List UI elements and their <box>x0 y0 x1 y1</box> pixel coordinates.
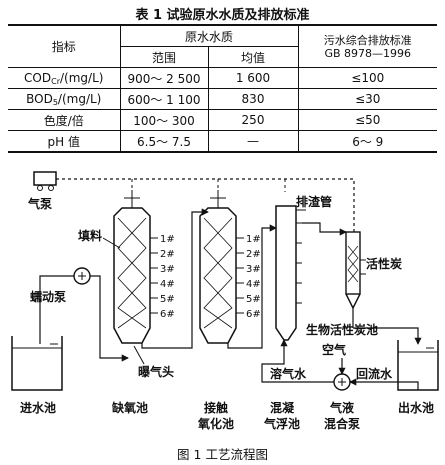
port-label: 2# <box>246 249 261 260</box>
activated-carbon-label: 活性炭 <box>366 256 402 271</box>
port-label: 4# <box>246 279 261 290</box>
row-mean: 250 <box>208 109 299 131</box>
table-caption: 表 1 试验原水水质及排放标准 <box>135 8 310 23</box>
port-label: 2# <box>160 249 175 260</box>
flotation-tank-icon <box>275 205 306 341</box>
row-name-subscript: Cr <box>51 76 60 86</box>
process-flow-diagram: 气泵 蠕动泵 1# 2# 3# 4# 5# 6# 填料 曝气头 <box>11 171 439 431</box>
port-label: 6# <box>246 309 261 320</box>
anoxic-tank-label: 缺氧池 <box>112 400 148 415</box>
gas-liquid-pump-label-line2: 混合泵 <box>324 416 360 431</box>
header-range: 范围 <box>120 46 209 68</box>
air-pump-icon <box>33 171 57 191</box>
return-water-line <box>349 378 419 390</box>
contact-sampling-ports <box>236 237 244 314</box>
gas-liquid-pump-icon <box>333 373 351 391</box>
row-range: 600～ 1 100 <box>120 88 209 110</box>
header-standard: 污水综合排放标准 GB 8978—1996 <box>298 24 437 68</box>
figure-caption: 图 1 工艺流程图 <box>177 447 268 462</box>
row-name-main: 色度/倍 <box>43 113 84 128</box>
anoxic-sampling-ports <box>150 237 158 314</box>
dissolved-air-water-label: 溶气水 <box>270 366 307 381</box>
header-mean: 均值 <box>208 46 299 68</box>
contact-to-flotation-line <box>227 224 277 349</box>
row-name-main: COD <box>24 70 52 85</box>
feed-line-in <box>39 275 74 344</box>
peristaltic-pump-label: 蠕动泵 <box>30 289 66 304</box>
header-standard-name: 污水综合排放标准 <box>323 33 412 47</box>
contact-tank-label-line2: 氧化池 <box>197 416 234 431</box>
peristaltic-pump-icon <box>73 267 91 285</box>
row-range: 6.5～ 7.5 <box>120 130 209 153</box>
port-label: 3# <box>246 264 261 275</box>
row-standard: ≤30 <box>298 88 437 110</box>
inlet-tank-label: 进水池 <box>20 400 56 415</box>
flotation-tank-label-line1: 混凝 <box>270 400 295 415</box>
row-range: 100～ 300 <box>120 109 209 131</box>
row-name: 色度/倍 <box>8 109 121 131</box>
row-name-unit: /(mg/L) <box>60 70 104 85</box>
contact-oxidation-tank-icon <box>199 190 237 344</box>
anoxic-to-contact-line <box>141 208 209 349</box>
row-name: BOD5/(mg/L) <box>8 88 121 110</box>
table-header-row-2: 范围 均值 <box>8 46 437 68</box>
port-label: 6# <box>160 309 175 320</box>
flotation-to-carbon-line <box>302 222 347 236</box>
row-name: pH 值 <box>8 130 121 153</box>
row-standard: ≤100 <box>298 67 437 89</box>
bio-carbon-pool-label: 生物活性炭池 <box>306 322 378 337</box>
carbon-to-outlet-line <box>353 327 422 345</box>
port-label: 5# <box>160 294 175 305</box>
table-row: BOD5/(mg/L) 600～ 1 100 830 ≤30 <box>8 88 437 110</box>
flotation-tank-label-line2: 气浮池 <box>263 416 300 431</box>
row-range: 900～ 2 500 <box>120 67 209 89</box>
port-label: 4# <box>160 279 175 290</box>
packing-pointer <box>102 237 121 249</box>
port-label: 5# <box>246 294 261 305</box>
slag-pipe-label: 排渣管 <box>296 194 332 209</box>
row-name-main: pH 值 <box>47 134 80 149</box>
table-row: pH 值 6.5～ 7.5 — 6～ 9 <box>8 130 437 153</box>
bio-activated-carbon-column-icon <box>345 231 366 310</box>
header-raw-quality: 原水水质 <box>120 24 299 47</box>
header-standard-code: GB 8978—1996 <box>324 46 412 60</box>
table-row: CODCr/(mg/L) 900～ 2 500 1 600 ≤100 <box>8 67 437 89</box>
water-quality-table: 指标 原水水质 污水综合排放标准 GB 8978—1996 范围 均值 CODC… <box>8 24 437 153</box>
row-mean: 830 <box>208 88 299 110</box>
row-name: CODCr/(mg/L) <box>8 67 121 89</box>
row-mean: 1 600 <box>208 67 299 89</box>
row-mean: — <box>208 130 299 153</box>
port-label: 3# <box>160 264 175 275</box>
feed-line-to-anoxic <box>90 275 129 362</box>
port-label: 1# <box>246 234 261 245</box>
row-name-subscript: 5 <box>52 97 58 107</box>
packing-label: 填料 <box>78 228 102 243</box>
gas-liquid-pump-label-line1: 气液 <box>329 400 354 415</box>
header-indicator: 指标 <box>8 24 121 68</box>
table-header-row-1: 指标 原水水质 污水综合排放标准 GB 8978—1996 <box>8 24 437 68</box>
row-name-unit: /(mg/L) <box>57 91 102 106</box>
return-water-label: 回流水 <box>356 366 393 381</box>
row-standard: ≤50 <box>298 109 437 131</box>
anoxic-tank-icon <box>113 190 151 344</box>
table-row: 色度/倍 100～ 300 250 ≤50 <box>8 109 437 131</box>
row-standard: 6～ 9 <box>298 130 437 153</box>
aerator-pointer <box>133 345 145 365</box>
contact-tank-label-line1: 接触 <box>204 400 228 415</box>
aerator-label: 曝气头 <box>138 364 174 379</box>
air-label: 空气 <box>322 342 346 357</box>
row-name-main: BOD <box>26 91 53 106</box>
air-pump-label: 气泵 <box>27 196 52 211</box>
port-label: 1# <box>160 234 175 245</box>
dissolved-air-water-line <box>261 339 334 383</box>
inlet-tank-icon <box>11 336 63 391</box>
outlet-tank-label: 出水池 <box>398 400 434 415</box>
